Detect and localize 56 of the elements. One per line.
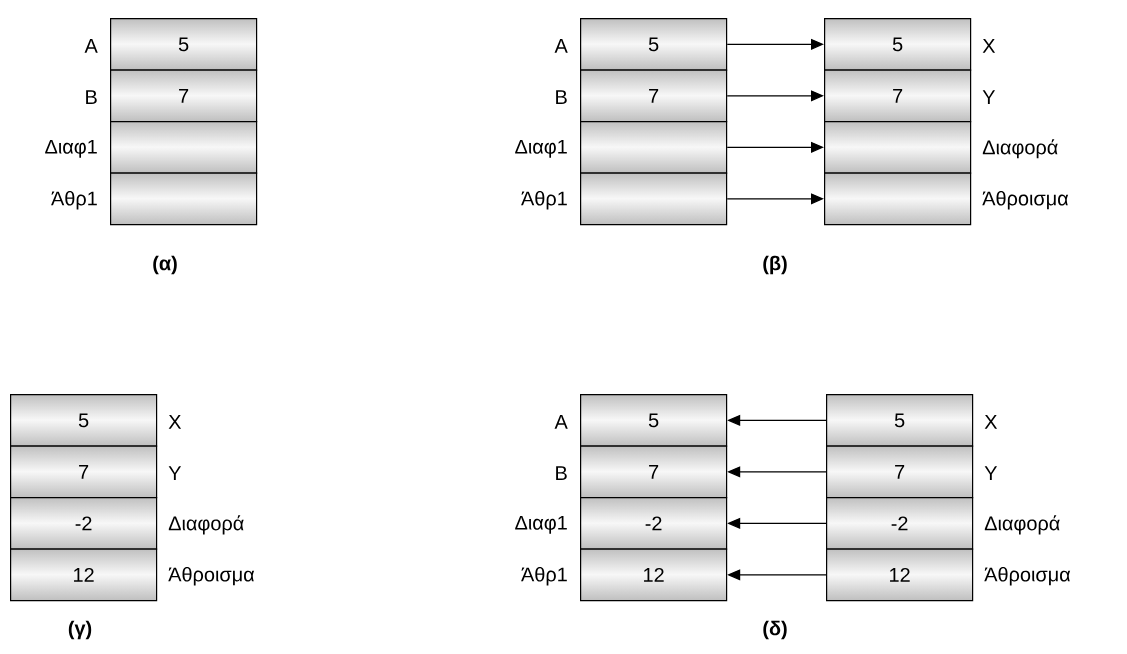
arrow — [726, 193, 824, 205]
cell-label: B — [556, 466, 567, 481]
memory-cell: 7 — [10, 445, 158, 499]
memory-cell: 12 — [826, 548, 974, 602]
cell-label: Διαφορά — [984, 515, 1060, 535]
cell-label: A — [554, 414, 568, 429]
cell-label: X — [168, 414, 182, 429]
cell-label: Διαφορά — [982, 139, 1058, 159]
memory-cell: -2 — [10, 497, 158, 550]
memory-cell: 5 — [824, 18, 972, 71]
cell-label: Y — [168, 466, 182, 481]
cell-label: Διαφ1 — [45, 139, 97, 158]
empty-memory-cell — [580, 121, 728, 174]
cell-label: Άθρ1 — [521, 566, 567, 586]
memory-cell: 7 — [110, 69, 258, 123]
cell-label: Άθροισμα — [984, 566, 1071, 586]
cell-label: Y — [982, 90, 996, 105]
empty-memory-cell — [824, 172, 972, 226]
memory-cell: 5 — [580, 18, 728, 71]
memory-cell: 7 — [580, 445, 728, 499]
cell-label: Διαφ1 — [515, 139, 567, 158]
memory-cell: -2 — [826, 497, 974, 550]
empty-memory-cell — [110, 172, 258, 226]
cell-label: Διαφ1 — [515, 515, 567, 534]
memory-cell: 5 — [110, 18, 258, 71]
arrow — [726, 141, 824, 153]
cell-label: Y — [984, 466, 998, 481]
panel-caption: (δ) — [763, 620, 787, 640]
empty-memory-cell — [110, 121, 258, 174]
empty-memory-cell — [580, 172, 728, 226]
cell-label: Διαφορά — [168, 515, 244, 535]
memory-cell: 5 — [580, 394, 728, 447]
memory-cell: 5 — [826, 394, 974, 447]
memory-cell: 5 — [10, 394, 158, 447]
memory-cell: 7 — [824, 69, 972, 123]
memory-cell: -2 — [580, 497, 728, 550]
cell-label: Άθρ1 — [521, 190, 567, 210]
panel-caption: (β) — [763, 255, 787, 275]
cell-label: A — [84, 38, 98, 53]
arrow — [726, 38, 824, 50]
cell-label: B — [556, 90, 567, 105]
cell-label: B — [86, 90, 97, 105]
memory-cell: 12 — [10, 548, 158, 602]
panel-caption: (α) — [153, 255, 177, 275]
cell-label: Άθρ1 — [51, 190, 97, 210]
memory-cell: 12 — [580, 548, 728, 602]
panel-caption: (γ) — [68, 620, 92, 640]
cell-label: A — [554, 38, 568, 53]
cell-label: Άθροισμα — [982, 190, 1069, 210]
cell-label: X — [982, 38, 996, 53]
cell-label: Άθροισμα — [168, 566, 255, 586]
arrow — [726, 90, 824, 102]
memory-cell: 7 — [826, 445, 974, 499]
cell-label: X — [984, 414, 998, 429]
empty-memory-cell — [824, 121, 972, 174]
memory-cell: 7 — [580, 69, 728, 123]
